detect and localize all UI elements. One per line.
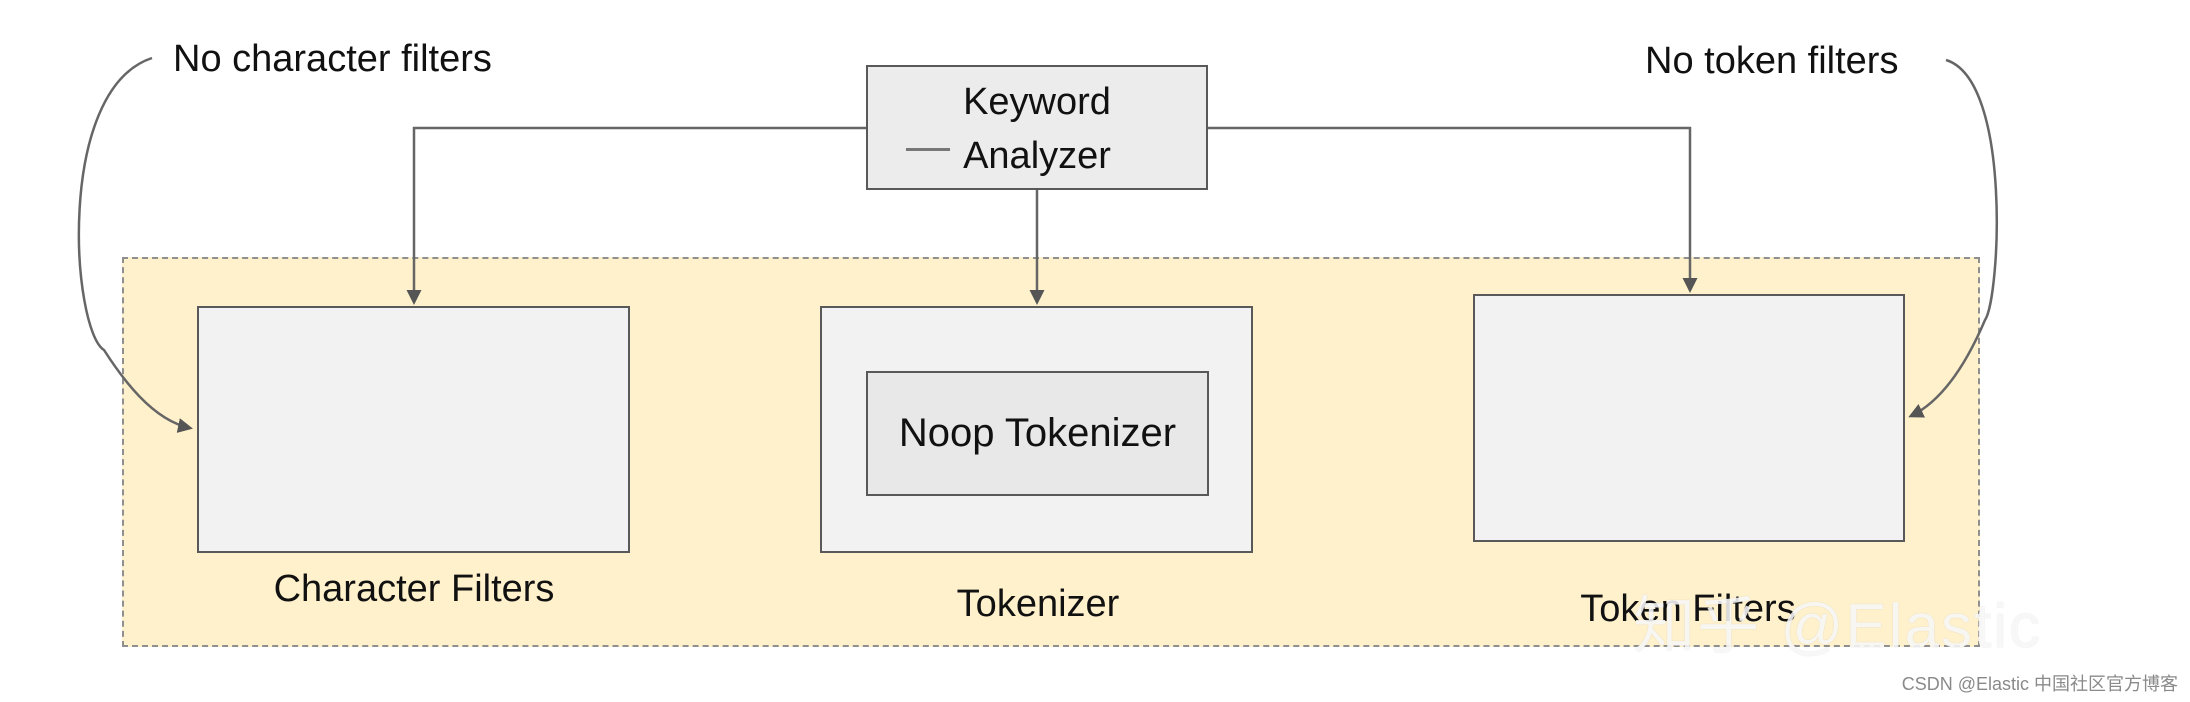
arrow-to-token-filters <box>1208 126 1698 293</box>
keyword-analyzer-box: Keyword Analyzer <box>866 65 1208 190</box>
curve-no-character-filters <box>77 56 193 433</box>
noop-tokenizer-box: Noop Tokenizer <box>866 371 1209 496</box>
annotation-no-character-filters: No character filters <box>173 38 492 80</box>
zhihu-watermark: 知乎 @Elastic <box>1633 592 2042 661</box>
token-filters-label: Token Filters <box>1580 588 1796 630</box>
noop-tokenizer-label: Noop Tokenizer <box>898 411 1177 455</box>
tokenizer-box: Noop Tokenizer <box>820 306 1253 553</box>
character-filters-box <box>197 306 630 553</box>
analyzer-small-marker-bar <box>906 148 950 151</box>
character-filters-label: Character Filters <box>273 568 555 610</box>
analyzer-title-line1: Keyword <box>963 81 1111 123</box>
tokenizer-label: Tokenizer <box>956 583 1120 625</box>
analyzer-small-marker <box>906 148 950 151</box>
curve-no-token-filters <box>1908 58 1998 418</box>
csdn-attribution: CSDN @Elastic 中国社区官方博客 <box>1901 674 2178 694</box>
analyzer-title-line2: Analyzer <box>963 135 1111 177</box>
arrow-to-character-filters <box>406 126 866 305</box>
annotation-no-token-filters: No token filters <box>1645 40 1899 82</box>
token-filters-box <box>1473 294 1905 542</box>
